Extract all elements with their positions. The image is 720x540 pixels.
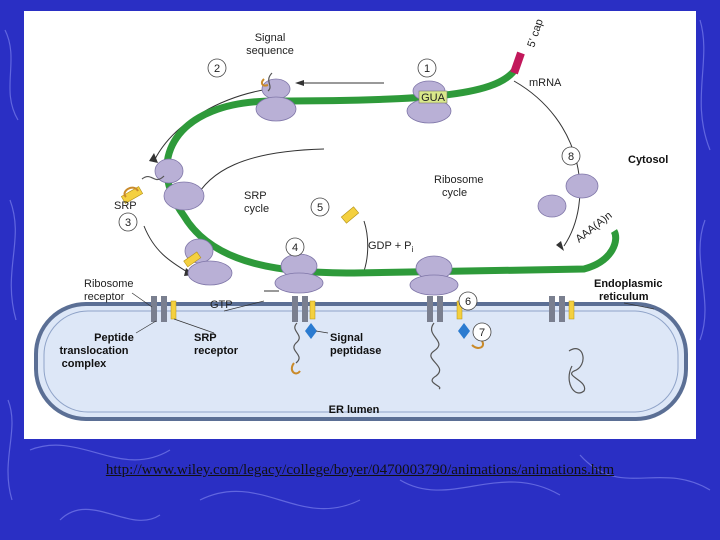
step-8-marker — [561, 146, 581, 166]
peptide-translocation-complex-label: Peptide — [94, 332, 134, 344]
signal-sequence-label: Signal — [255, 32, 286, 44]
srp-label: SRP — [114, 200, 137, 212]
ribosome-receptor-label-line2: receptor — [84, 291, 125, 303]
er-lumen — [34, 302, 688, 421]
srp-cycle-label: SRP — [244, 190, 267, 202]
cytosol-label: Cytosol — [628, 154, 668, 166]
step-4-number: 4 — [292, 242, 298, 254]
peptide-translocation-complex-label-line3: complex — [62, 358, 108, 370]
ribosome-step8b — [537, 194, 567, 218]
mrna-label: mRNA — [529, 77, 562, 89]
ribosome-srp-bound — [154, 158, 205, 211]
step-6-number: 6 — [465, 296, 471, 308]
signal-sequence-label-line2: sequence — [246, 45, 294, 57]
ribosome-cycle-label-line2: cycle — [442, 187, 467, 199]
srp-receptor-label-line2: receptor — [194, 345, 239, 357]
signal-peptidase-b — [458, 323, 470, 339]
signal-peptidase-label: Signal — [330, 332, 363, 344]
ribosome-step6 — [409, 255, 459, 296]
step-5-number: 5 — [317, 202, 323, 214]
ribosome-receptor-label: Ribosome — [84, 278, 134, 290]
step-7-number: 7 — [479, 327, 485, 339]
codon-label: GUA — [421, 92, 446, 104]
er-lumen-label: ER lumen — [329, 404, 380, 416]
step-8-number: 8 — [568, 151, 574, 163]
poly-a-tail-label: AAA(A)n — [573, 210, 614, 246]
five-prime-cap-label: 5' cap — [525, 18, 545, 49]
step-4-marker — [285, 237, 305, 257]
ribosome-step8a — [565, 173, 599, 199]
five-prime-cap — [510, 51, 525, 75]
step-5-marker — [310, 197, 330, 217]
source-link[interactable]: http://www.wiley.com/legacy/college/boye… — [105, 462, 615, 478]
membrane-proteins — [151, 296, 575, 322]
ribosome-step2 — [255, 78, 297, 122]
srp-receptor-label: SRP — [194, 332, 217, 344]
step-3-marker — [118, 212, 138, 232]
nascent-chain-coil — [430, 322, 441, 390]
srp-free — [340, 206, 360, 224]
peptide-translocation-complex-label-line2: translocation — [59, 345, 128, 357]
step-1-number: 1 — [424, 63, 430, 75]
step-2-marker — [207, 58, 227, 78]
gdp-pi-label: GDP + Pi — [368, 240, 414, 254]
step-3-number: 3 — [125, 217, 131, 229]
folded-protein — [568, 348, 586, 394]
step-7-marker — [472, 322, 492, 342]
gtp-label: GTP — [210, 299, 233, 311]
er-label: Endoplasmic — [594, 278, 662, 290]
signal-peptidase-label-line2: peptidase — [330, 345, 381, 357]
codon-box — [418, 90, 448, 104]
srp-cycle-label-line2: cycle — [244, 203, 269, 215]
ribosome-step4 — [274, 253, 324, 294]
ribosome-cycle-label: Ribosome — [434, 174, 484, 186]
step-6-marker — [458, 291, 478, 311]
signal-peptidase-a — [305, 323, 317, 339]
step-2-number: 2 — [214, 63, 220, 75]
step-1-marker — [417, 58, 437, 78]
er-label-line2: reticulum — [599, 291, 649, 303]
figure-card: GUA — [24, 11, 696, 439]
srp-pathway-diagram: GUA — [34, 18, 688, 421]
